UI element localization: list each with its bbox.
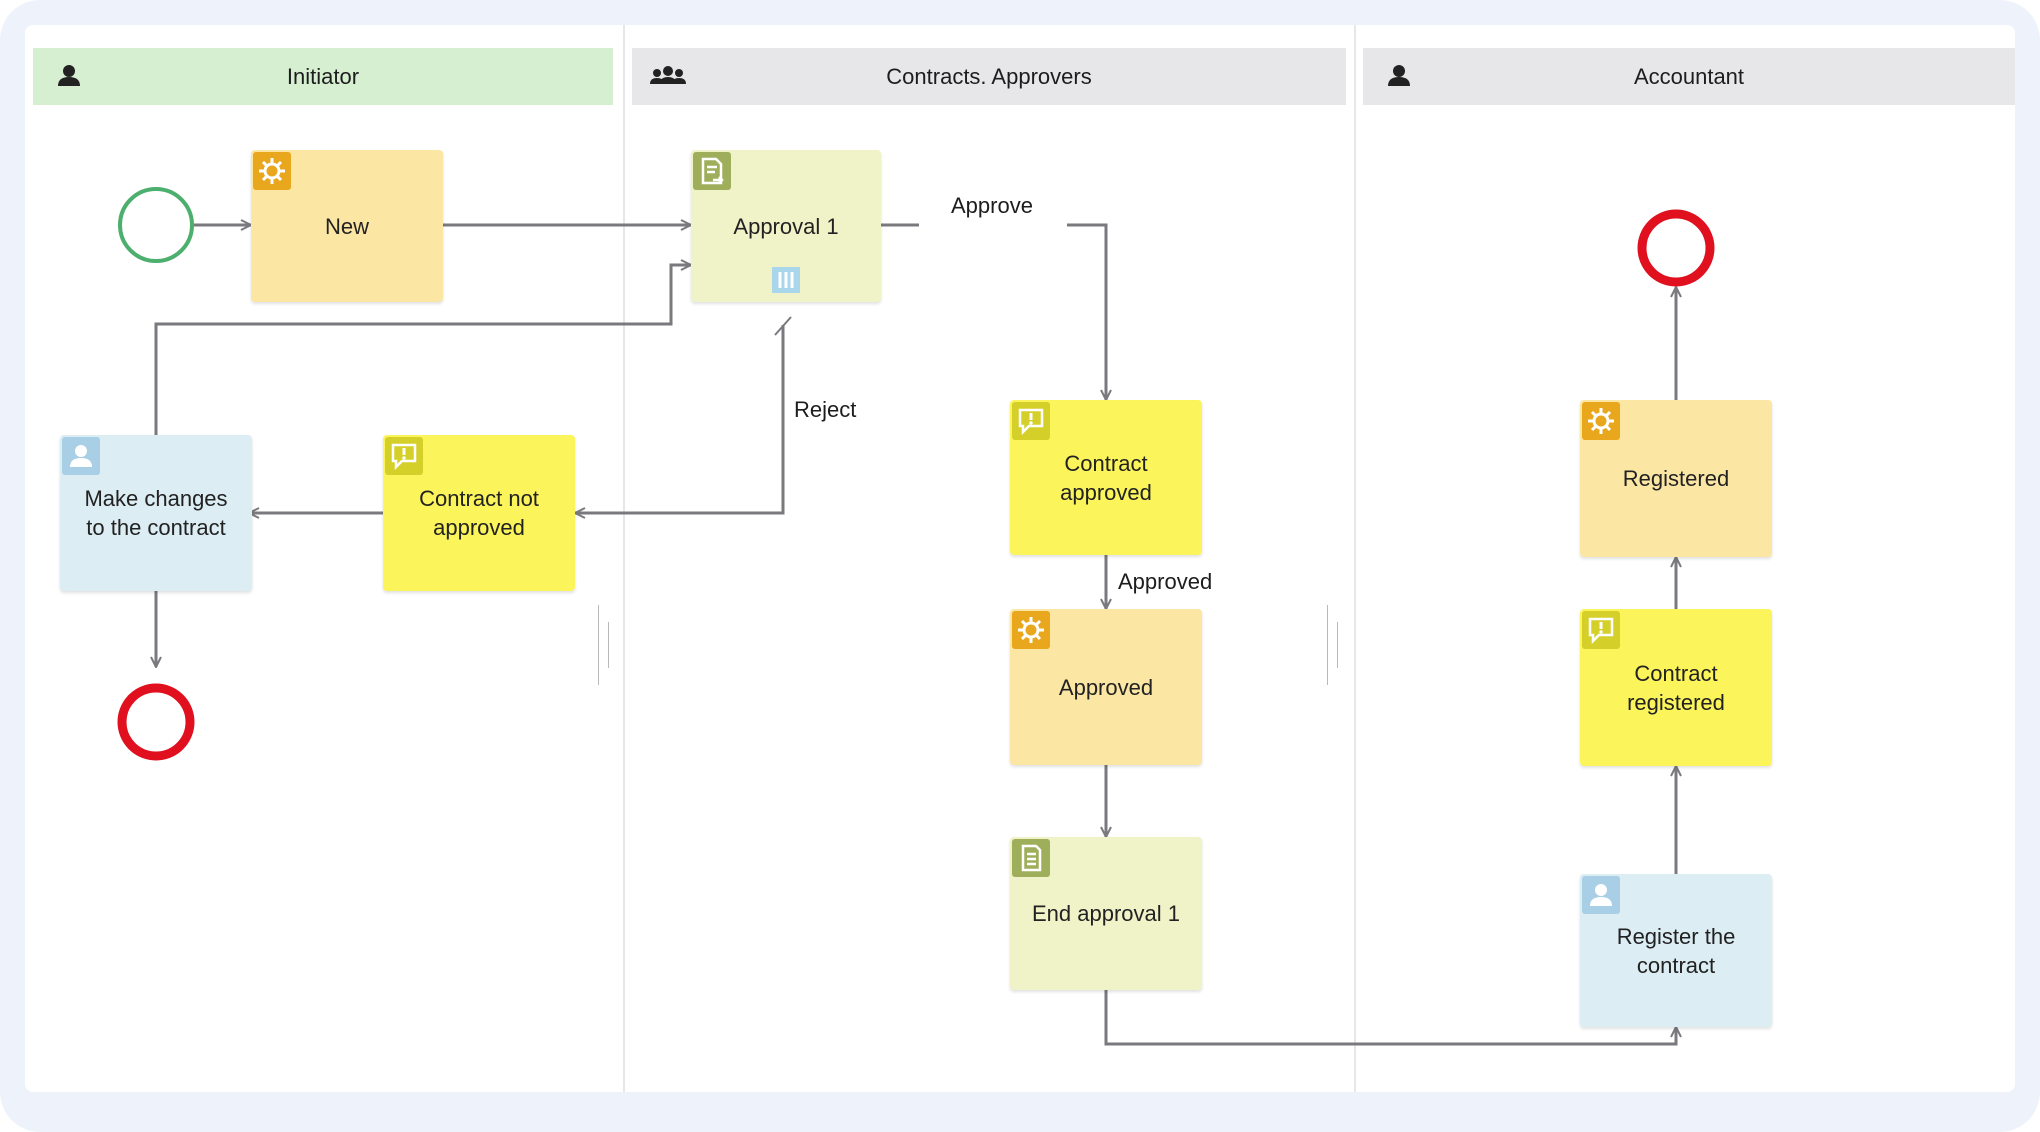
reject-tick bbox=[775, 317, 791, 335]
gear-icon bbox=[1012, 611, 1050, 649]
document-icon bbox=[1012, 839, 1050, 877]
lane-resize-grip[interactable] bbox=[598, 605, 599, 685]
node-label: End approval 1 bbox=[1032, 899, 1180, 928]
node-label: Contract approved bbox=[1060, 449, 1152, 507]
lane-header-initiator[interactable]: Initiator bbox=[33, 48, 613, 105]
user-icon bbox=[1379, 62, 1419, 92]
node-label: Make changes to the contract bbox=[84, 484, 227, 542]
person-icon bbox=[62, 437, 100, 475]
lane-separator bbox=[623, 25, 625, 1092]
node-label: Contract registered bbox=[1627, 659, 1725, 717]
gear-icon bbox=[1582, 402, 1620, 440]
node-approval-1[interactable]: Approval 1 bbox=[691, 150, 881, 302]
connector-approve-contract-approved bbox=[1067, 225, 1106, 400]
lane-title: Initiator bbox=[287, 64, 359, 90]
gear-icon bbox=[253, 152, 291, 190]
node-registered[interactable]: Registered bbox=[1580, 400, 1772, 557]
lane-title: Accountant bbox=[1634, 64, 1744, 90]
node-end-approval-1[interactable]: End approval 1 bbox=[1010, 837, 1202, 990]
node-label: Approved bbox=[1059, 673, 1153, 702]
user-icon bbox=[49, 62, 89, 92]
person-icon bbox=[1582, 876, 1620, 914]
node-new[interactable]: New bbox=[251, 150, 443, 302]
node-label: Registered bbox=[1623, 464, 1729, 493]
edge-label-reject: Reject bbox=[794, 397, 856, 423]
lane-header-accountant[interactable]: Accountant bbox=[1363, 48, 2015, 105]
node-label: Contract not approved bbox=[419, 484, 539, 542]
node-label: Approval 1 bbox=[733, 212, 838, 241]
edge-label-approve: Approve bbox=[951, 193, 1033, 219]
end-event-initiator bbox=[122, 688, 190, 756]
connector-reject bbox=[575, 325, 783, 513]
lane-title: Contracts. Approvers bbox=[886, 64, 1091, 90]
lane-header-approvers[interactable]: Contracts. Approvers bbox=[632, 48, 1346, 105]
multi-instance-icon bbox=[772, 267, 800, 293]
lane-resize-grip[interactable] bbox=[1327, 605, 1328, 685]
node-register-contract[interactable]: Register the contract bbox=[1580, 874, 1772, 1027]
users-group-icon bbox=[648, 62, 688, 92]
lane-resize-grip[interactable] bbox=[608, 622, 609, 668]
notification-icon bbox=[1012, 402, 1050, 440]
edge-label-approved: Approved bbox=[1118, 569, 1212, 595]
node-contract-not-approved[interactable]: Contract not approved bbox=[383, 435, 575, 591]
lane-separator bbox=[1354, 25, 1356, 1092]
start-event bbox=[120, 189, 192, 261]
end-event-accountant bbox=[1642, 214, 1710, 282]
lane-resize-grip[interactable] bbox=[1337, 622, 1338, 668]
node-contract-registered[interactable]: Contract registered bbox=[1580, 609, 1772, 766]
node-label: New bbox=[325, 212, 369, 241]
notification-icon bbox=[1582, 611, 1620, 649]
document-arrow-icon bbox=[693, 152, 731, 190]
node-contract-approved[interactable]: Contract approved bbox=[1010, 400, 1202, 555]
notification-icon bbox=[385, 437, 423, 475]
node-make-changes[interactable]: Make changes to the contract bbox=[60, 435, 252, 591]
process-canvas: Initiator Contracts. Approvers bbox=[25, 25, 2015, 1092]
node-label: Register the contract bbox=[1617, 922, 1736, 980]
node-approved[interactable]: Approved bbox=[1010, 609, 1202, 765]
